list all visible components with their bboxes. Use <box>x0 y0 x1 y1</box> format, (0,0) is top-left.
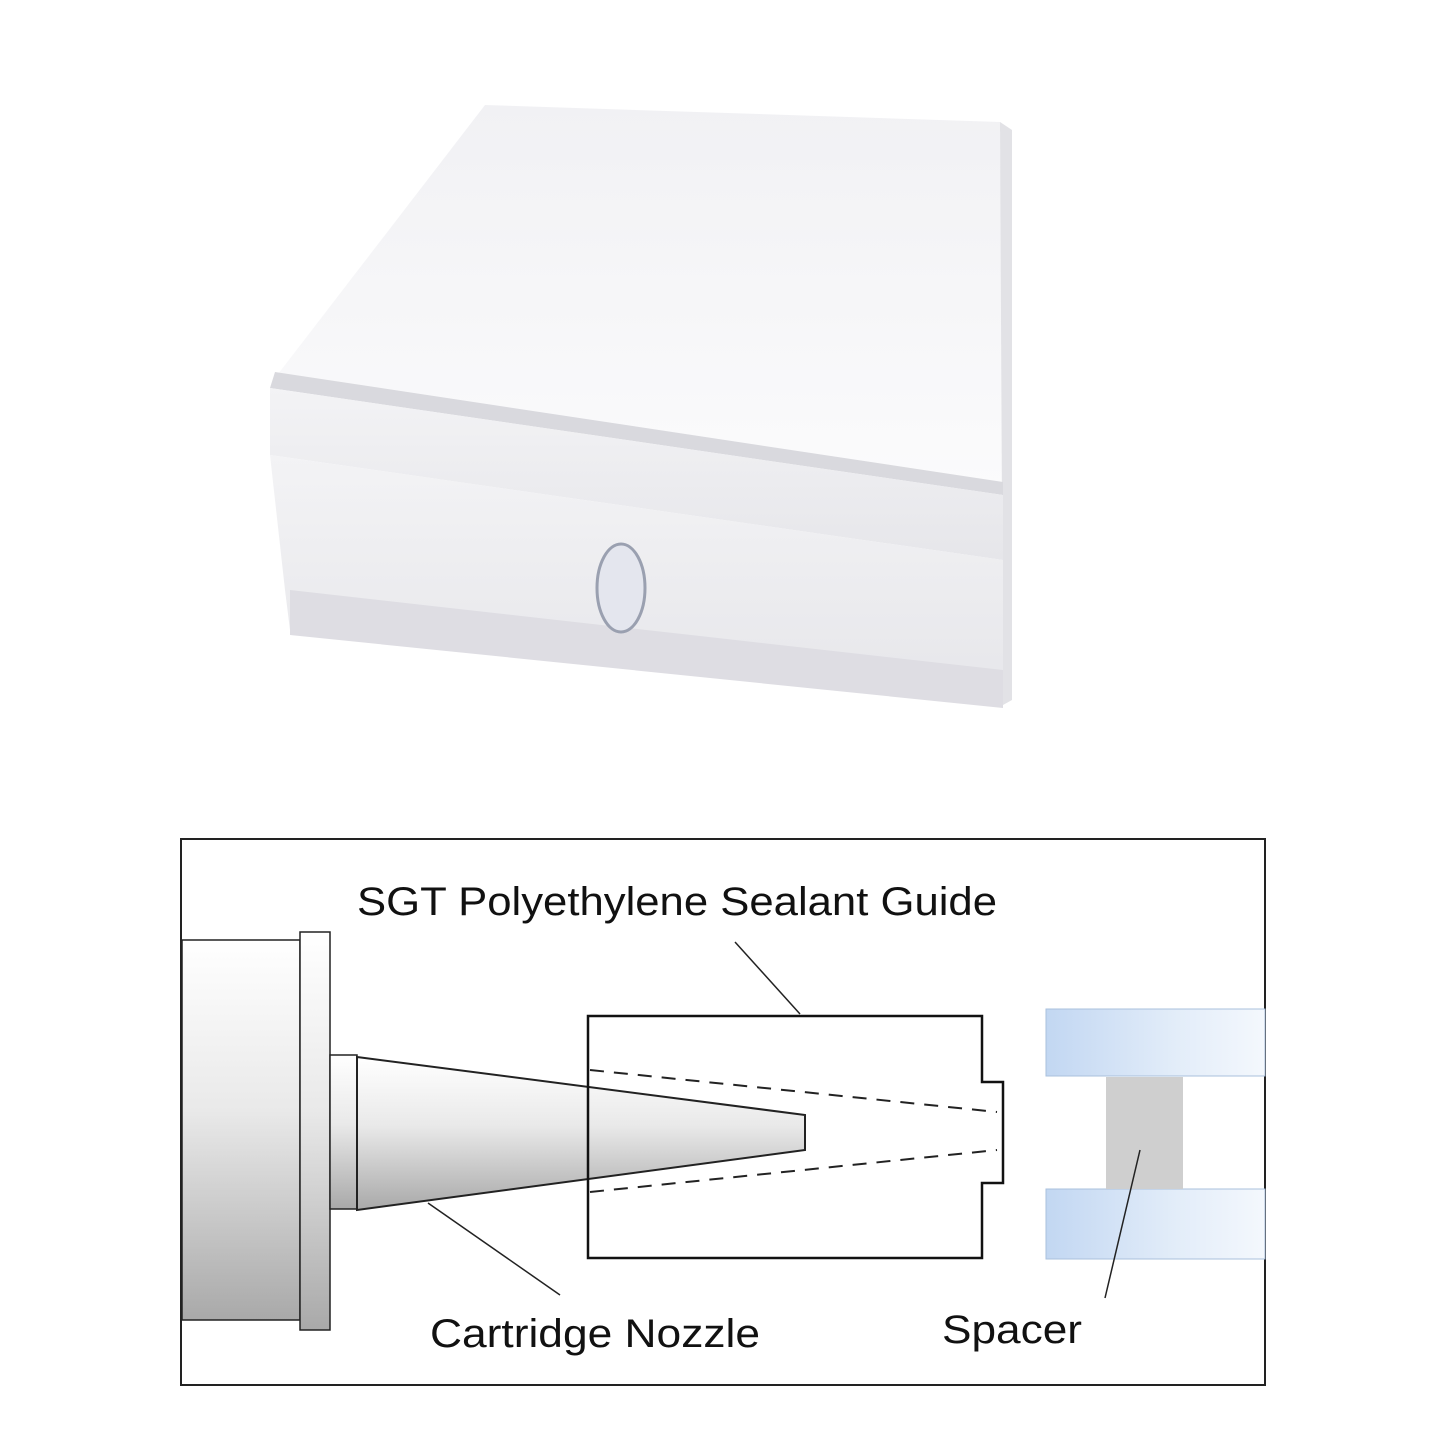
cartridge-body <box>181 939 301 1321</box>
cartridge-nozzle <box>356 1055 806 1212</box>
guide-leader-line <box>734 941 801 1015</box>
block-top-edge <box>270 372 1003 495</box>
sealant-guide-outline <box>586 1014 1005 1260</box>
block-top-face <box>275 105 1003 488</box>
block-front-upper <box>270 388 1003 560</box>
guide-channel-upper <box>589 1069 998 1113</box>
cartridge-flange <box>299 931 331 1331</box>
spacer-leader-line <box>1104 1149 1141 1299</box>
sealant-guide-photo <box>270 105 1012 708</box>
nozzle-leader-line <box>427 1202 561 1296</box>
spacer <box>1106 1077 1183 1189</box>
nozzle-base <box>329 1054 358 1210</box>
glass-pane-upper <box>1045 1008 1266 1077</box>
usage-diagram: SGT Polyethylene Sealant Guide Cartridge… <box>180 838 1266 1386</box>
block-hole <box>595 542 647 634</box>
nozzle-label: Cartridge Nozzle <box>430 1312 760 1356</box>
spacer-label: Spacer <box>942 1308 1082 1352</box>
glass-pane-lower <box>1045 1188 1266 1260</box>
guide-label: SGT Polyethylene Sealant Guide <box>357 880 997 924</box>
guide-channel-lower <box>589 1149 998 1193</box>
block-bottom-strip <box>290 590 1003 708</box>
